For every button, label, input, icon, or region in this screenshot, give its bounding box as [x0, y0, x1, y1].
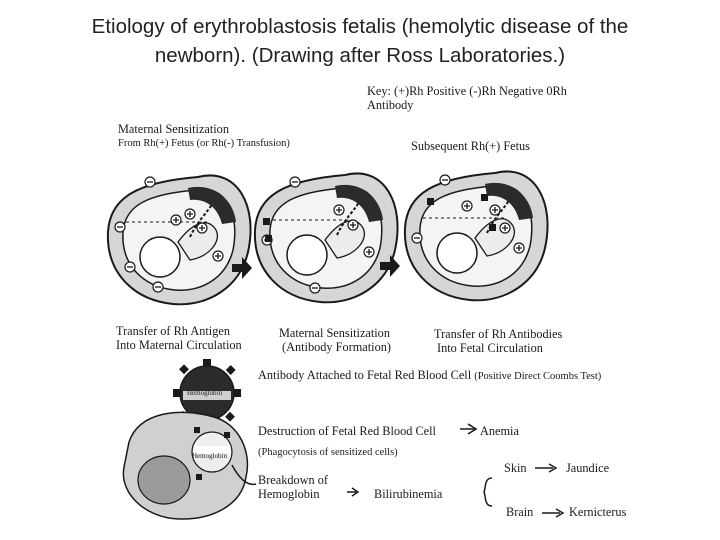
anemia-text: Anemia [480, 424, 519, 438]
stage-1-label-line-1: Transfer of Rh Antigen [116, 324, 230, 338]
stage-2-label-line-2: (Antibody Formation) [282, 340, 391, 354]
stage-2-label-line-1: Maternal Sensitization [279, 326, 390, 340]
arrow-to-bilirubinemia [347, 487, 360, 497]
maternal-sensitization-heading: Maternal Sensitization [118, 122, 229, 136]
arrow-skin-to-jaundice [535, 463, 558, 473]
stage-3-label-line-1: Transfer of Rh Antibodies [434, 327, 563, 341]
antibody-attached-main: Antibody Attached to Fetal Red Blood Cel… [258, 368, 472, 382]
rbc-hemoglobin-label: Hemoglobin [187, 389, 222, 397]
brain-text: Brain [506, 505, 534, 519]
uterus-stage-1 [106, 174, 252, 306]
antibody-attached-note: (Positive Direct Coombs Test) [474, 371, 602, 382]
brace [483, 477, 493, 507]
arrow-phagocytosis-to-breakdown [231, 464, 257, 486]
arrow-brain-to-kernicterus [542, 508, 565, 518]
kernicterus-text: Kernicterus [569, 505, 627, 519]
phagocytosis-text: (Phagocytosis of sensitized cells) [258, 447, 398, 458]
stage-3-label-line-2: Into Fetal Circulation [437, 341, 543, 355]
uterus-stage-3 [403, 170, 549, 302]
title-line-1: Etiology of erythroblastosis fetalis (he… [91, 15, 629, 38]
subsequent-fetus-label: Subsequent Rh(+) Fetus [411, 139, 530, 153]
arrow-to-anemia [460, 423, 478, 435]
uterus-stage-2 [253, 172, 399, 304]
maternal-sensitization-sub: From Rh(+) Fetus (or Rh(-) Transfusion) [118, 138, 290, 149]
antibody-attached-text: Antibody Attached to Fetal Red Blood Cel… [258, 368, 601, 384]
breakdown-line-2: Hemoglobin [258, 487, 320, 501]
jaundice-text: Jaundice [566, 461, 610, 475]
macrophage-hemoglobin-label: Hemoglobin [192, 452, 227, 460]
diagram-title: Etiology of erythroblastosis fetalis (he… [0, 12, 720, 70]
destruction-text: Destruction of Fetal Red Blood Cell [258, 424, 436, 438]
key-line-1: Key: (+)Rh Positive (-)Rh Negative 0Rh [367, 84, 567, 98]
stage-1-label-line-2: Into Maternal Circulation [116, 338, 242, 352]
bilirubinemia-text: Bilirubinemia [374, 487, 443, 501]
arrow-stage-2-to-3 [380, 255, 400, 277]
title-line-2: newborn). (Drawing after Ross Laboratori… [154, 44, 566, 67]
macrophage-icon [122, 411, 249, 520]
breakdown-line-1: Breakdown of [258, 473, 329, 487]
arrow-stage-1-to-2 [232, 257, 252, 279]
skin-text: Skin [504, 461, 527, 475]
key-line-2: Antibody [367, 98, 414, 112]
